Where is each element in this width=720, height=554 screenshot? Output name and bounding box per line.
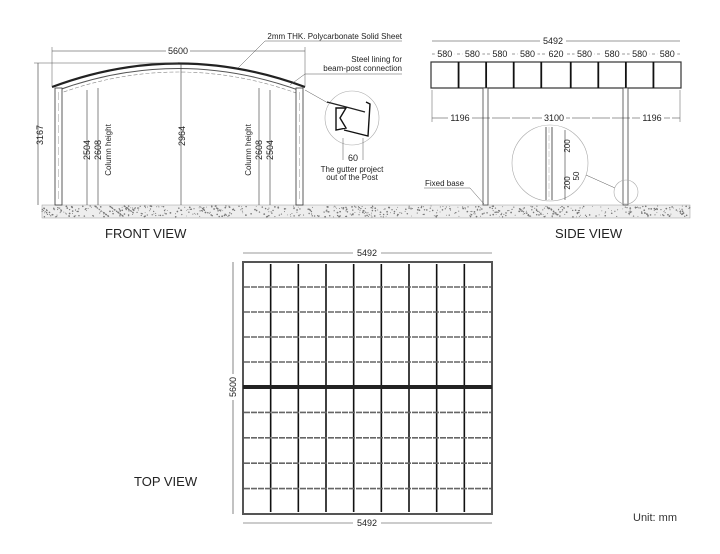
gutter-note-line1: The gutter project bbox=[321, 165, 384, 174]
bay-dim-3: 580 bbox=[520, 49, 535, 59]
front-width-dim: 5600 bbox=[168, 46, 188, 56]
detail-dim-200-upper: 200 bbox=[563, 139, 572, 153]
bay-dim-5: 580 bbox=[577, 49, 592, 59]
center-height-dim: 2964 bbox=[177, 126, 187, 146]
ground bbox=[41, 204, 691, 219]
side-view: 5492 580 580 580 580 620 580 580 580 580 1196 31… bbox=[424, 36, 682, 241]
bay-dim-8: 580 bbox=[660, 49, 675, 59]
bay-dim-7: 580 bbox=[632, 49, 647, 59]
front-view-title: FRONT VIEW bbox=[105, 226, 187, 241]
span-dim-right: 1196 bbox=[642, 113, 661, 123]
side-total-dim: 5492 bbox=[543, 36, 563, 46]
right-column-height-label: Column height bbox=[244, 123, 253, 175]
bay-dim-1: 580 bbox=[465, 49, 480, 59]
top-dim-bottom: 5492 bbox=[357, 518, 377, 528]
detail-dim-200-lower: 200 bbox=[563, 176, 572, 190]
side-right-post bbox=[622, 87, 629, 206]
top-dim-top: 5492 bbox=[357, 248, 377, 258]
left-dim-2608: 2608 bbox=[93, 140, 103, 160]
top-view: 5492 5492 5600 TOP VIEW bbox=[134, 248, 493, 528]
right-dim-2504: 2504 bbox=[265, 140, 275, 160]
top-view-title: TOP VIEW bbox=[134, 474, 198, 489]
side-view-title: SIDE VIEW bbox=[555, 226, 623, 241]
bay-dim-2: 580 bbox=[492, 49, 507, 59]
bay-dim-4: 620 bbox=[548, 49, 563, 59]
left-dim-2504: 2504 bbox=[82, 140, 92, 160]
top-center-beam bbox=[243, 385, 492, 389]
top-dim-side: 5600 bbox=[228, 377, 238, 397]
bay-dim-6: 580 bbox=[605, 49, 620, 59]
right-post bbox=[295, 87, 304, 206]
fixed-base-note: Fixed base bbox=[425, 179, 465, 188]
left-column-height-label: Column height bbox=[104, 123, 113, 175]
span-dim-left: 1196 bbox=[450, 113, 469, 123]
left-post bbox=[54, 87, 63, 206]
gutter-detail: 60 The gutter project out of the Post bbox=[304, 89, 384, 182]
side-roof-frame bbox=[430, 61, 682, 89]
right-dim-2608: 2608 bbox=[254, 140, 264, 160]
span-dim-center: 3100 bbox=[544, 113, 564, 123]
detail-dim-50: 50 bbox=[572, 171, 581, 180]
front-height-dim: 3167 bbox=[35, 125, 45, 145]
arch-roof bbox=[51, 62, 306, 95]
steel-note-line2: beam-post connection bbox=[323, 64, 402, 73]
gutter-dim: 60 bbox=[348, 153, 358, 163]
front-view: 5600 3167 2504 2608 Column height 2964 C… bbox=[34, 32, 403, 241]
unit-label: Unit: mm bbox=[633, 512, 677, 524]
side-left-post bbox=[482, 87, 489, 206]
bay-dim-0: 580 bbox=[437, 49, 452, 59]
steel-note-line1: Steel lining for bbox=[351, 55, 402, 64]
base-detail: 200 200 50 bbox=[511, 124, 639, 205]
gutter-note-line2: out of the Post bbox=[326, 173, 378, 182]
sheet-note: 2mm THK. Polycarbonate Solid Sheet bbox=[267, 32, 402, 41]
